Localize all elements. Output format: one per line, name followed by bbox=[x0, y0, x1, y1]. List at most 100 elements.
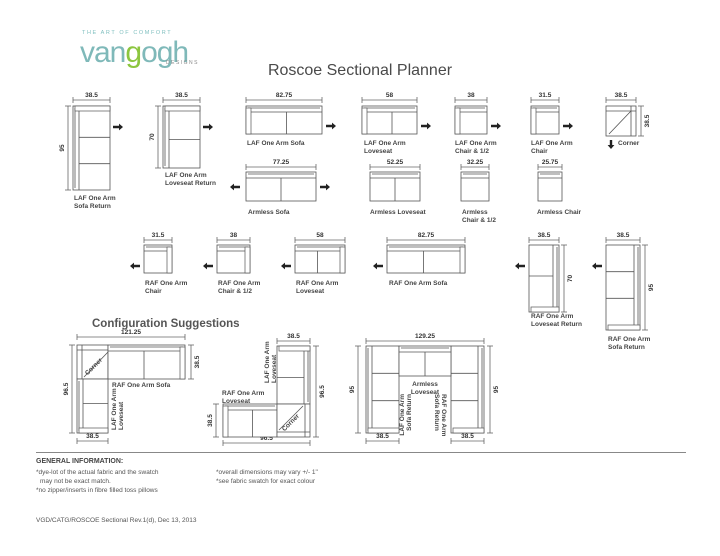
armless-sofa-label-line-1: Armless Sofa bbox=[248, 209, 290, 216]
raf-loveseat-label-line-1: RAF One Arm bbox=[296, 280, 339, 287]
laf-loveseat-return-depth-label: 70 bbox=[149, 133, 156, 141]
laf-loveseat-width-label: 58 bbox=[386, 92, 394, 99]
config-1-loveseat-outline bbox=[76, 378, 109, 434]
config-2-corner-outline bbox=[276, 403, 311, 438]
config-3-left-return-outline bbox=[365, 345, 400, 434]
laf-sofa-return-width-label: 38.5 bbox=[85, 92, 98, 99]
logo-tagline: THE ART OF COMFORT bbox=[82, 30, 173, 36]
raf-chair-half-arm-right bbox=[244, 246, 251, 274]
config-1-return-depth-label: 38.5 bbox=[194, 355, 201, 368]
raf-chair-width-label: 31.5 bbox=[152, 232, 165, 239]
raf-sofa-return-arm-bottom bbox=[607, 324, 641, 331]
config-1-loveseat-label-line-2: Loveseat bbox=[118, 401, 125, 430]
general-note-2: *no zipper/inserts in fibre filled toss … bbox=[36, 487, 158, 494]
document-footer: VGD/CATG/ROSCOE Sectional Rev.1(d), Dec … bbox=[36, 517, 197, 524]
armless-chair-outline bbox=[537, 171, 563, 202]
config-1-depth-label: 96.5 bbox=[63, 382, 70, 395]
laf-chair-half-label-line-2: Chair & 1/2 bbox=[455, 148, 489, 155]
config-3-armless-label-line-2: Loveseat bbox=[411, 389, 440, 396]
config-2-v-label-line-1: LAF One Arm bbox=[264, 341, 271, 383]
laf-loveseat-return-label-line-1: LAF One Arm bbox=[165, 172, 207, 179]
config-3-armless-label-line-1: Armless bbox=[412, 381, 438, 388]
logo-wordmark: vangogh bbox=[80, 36, 189, 70]
raf-sofa-arrow-icon bbox=[373, 262, 383, 270]
laf-loveseat-label-line-2: Loveseat bbox=[364, 148, 393, 155]
laf-loveseat-return-label-line-2: Loveseat Return bbox=[165, 180, 216, 187]
armless-sofa-arrow-right-icon bbox=[320, 183, 330, 191]
general-note-1-line-2: may not be exact match. bbox=[40, 478, 111, 485]
section-divider bbox=[36, 452, 686, 453]
general-info-heading: GENERAL INFORMATION: bbox=[36, 458, 124, 465]
corner-depth-label: 38.5 bbox=[644, 114, 651, 127]
raf-sofa-return-depth-label: 95 bbox=[648, 284, 655, 292]
raf-loveseat-label-line-2: Loveseat bbox=[296, 288, 325, 295]
general-note-3: *overall dimensions may vary +/- 1" bbox=[216, 469, 318, 476]
armless-chair-half-label-line-2: Chair & 1/2 bbox=[462, 217, 496, 224]
config-1-corner-width-label: 38.5 bbox=[86, 433, 99, 440]
corner-label-line-1: Corner bbox=[618, 140, 640, 147]
armless-loveseat-width-label: 52.25 bbox=[387, 159, 404, 166]
laf-loveseat-label-line-1: LAF One Arm bbox=[364, 140, 406, 147]
raf-sofa-outline bbox=[386, 244, 466, 274]
laf-sofa-width-label: 82.75 bbox=[276, 92, 293, 99]
config-2-h-label-line-2: Loveseat bbox=[222, 398, 251, 405]
page-title-text: Roscoe Sectional Planner bbox=[267, 62, 453, 79]
laf-chair-half-width-label: 38 bbox=[467, 92, 475, 99]
laf-loveseat-return-outline bbox=[162, 105, 201, 169]
laf-loveseat-return-arm-top bbox=[164, 105, 201, 112]
laf-chair-half-label-line-1: LAF One Arm bbox=[455, 140, 497, 147]
page-title: Roscoe Sectional Planner bbox=[0, 62, 720, 80]
raf-loveseat-width-label: 58 bbox=[316, 232, 324, 239]
config-2-depth-label: 96.5 bbox=[319, 385, 326, 398]
laf-chair-label-line-1: LAF One Arm bbox=[531, 140, 573, 147]
config-2-loveseat-v-outline bbox=[276, 345, 311, 405]
laf-sofa-return-depth-label: 95 bbox=[59, 144, 66, 152]
general-note-4: *see fabric swatch for exact colour bbox=[216, 478, 315, 485]
raf-chair-half-label-line-2: Chair & 1/2 bbox=[218, 288, 252, 295]
armless-chair-width-label: 25.75 bbox=[542, 159, 559, 166]
laf-chair-half-arrow-icon bbox=[491, 122, 501, 130]
config-2-top-width-label: 38.5 bbox=[287, 333, 300, 340]
config-3-right-return-arm-bottom bbox=[452, 427, 485, 434]
config-1-loveseat-label-line-1: LAF One Arm bbox=[111, 388, 118, 430]
config-3-left-return-arm-bottom bbox=[367, 427, 400, 434]
laf-sofa-arrow-icon bbox=[326, 122, 336, 130]
corner-diagonal bbox=[608, 110, 632, 135]
raf-loveseat-arm-right bbox=[339, 246, 346, 274]
armless-sofa-width-label: 77.25 bbox=[273, 159, 290, 166]
armless-chair-half-width-label: 32.25 bbox=[467, 159, 484, 166]
logo-word-part-3: ogh bbox=[141, 36, 189, 69]
raf-chair-arrow-icon bbox=[130, 262, 140, 270]
laf-sofa-return-outline bbox=[72, 105, 111, 191]
laf-sofa-outline bbox=[245, 105, 323, 135]
config-3-width-label: 129.25 bbox=[415, 333, 435, 340]
raf-sofa-return-label-line-2: Sofa Return bbox=[608, 344, 645, 351]
raf-loveseat-return-arm-bottom bbox=[530, 306, 560, 313]
config-2-loveseat-h-arm-left bbox=[222, 405, 229, 438]
config-2-h-label-line-1: RAF One Arm bbox=[222, 390, 265, 397]
armless-chair-half-label-line-1: Armless bbox=[462, 209, 488, 216]
laf-loveseat-outline bbox=[361, 105, 418, 135]
armless-chair-half-outline bbox=[460, 171, 490, 202]
logo-subline: DESIGNS bbox=[166, 60, 200, 66]
config-2-loveseat-v-arm-top bbox=[278, 345, 311, 352]
armless-chair-label-line-1: Armless Chair bbox=[537, 209, 582, 216]
laf-sofa-return-arm-top bbox=[74, 105, 111, 112]
laf-chair-arrow-icon bbox=[563, 122, 573, 130]
laf-loveseat-return-arrow-icon bbox=[203, 123, 213, 131]
laf-sofa-label-line-1: LAF One Arm Sofa bbox=[247, 140, 305, 147]
laf-sofa-arm-left bbox=[245, 107, 252, 135]
